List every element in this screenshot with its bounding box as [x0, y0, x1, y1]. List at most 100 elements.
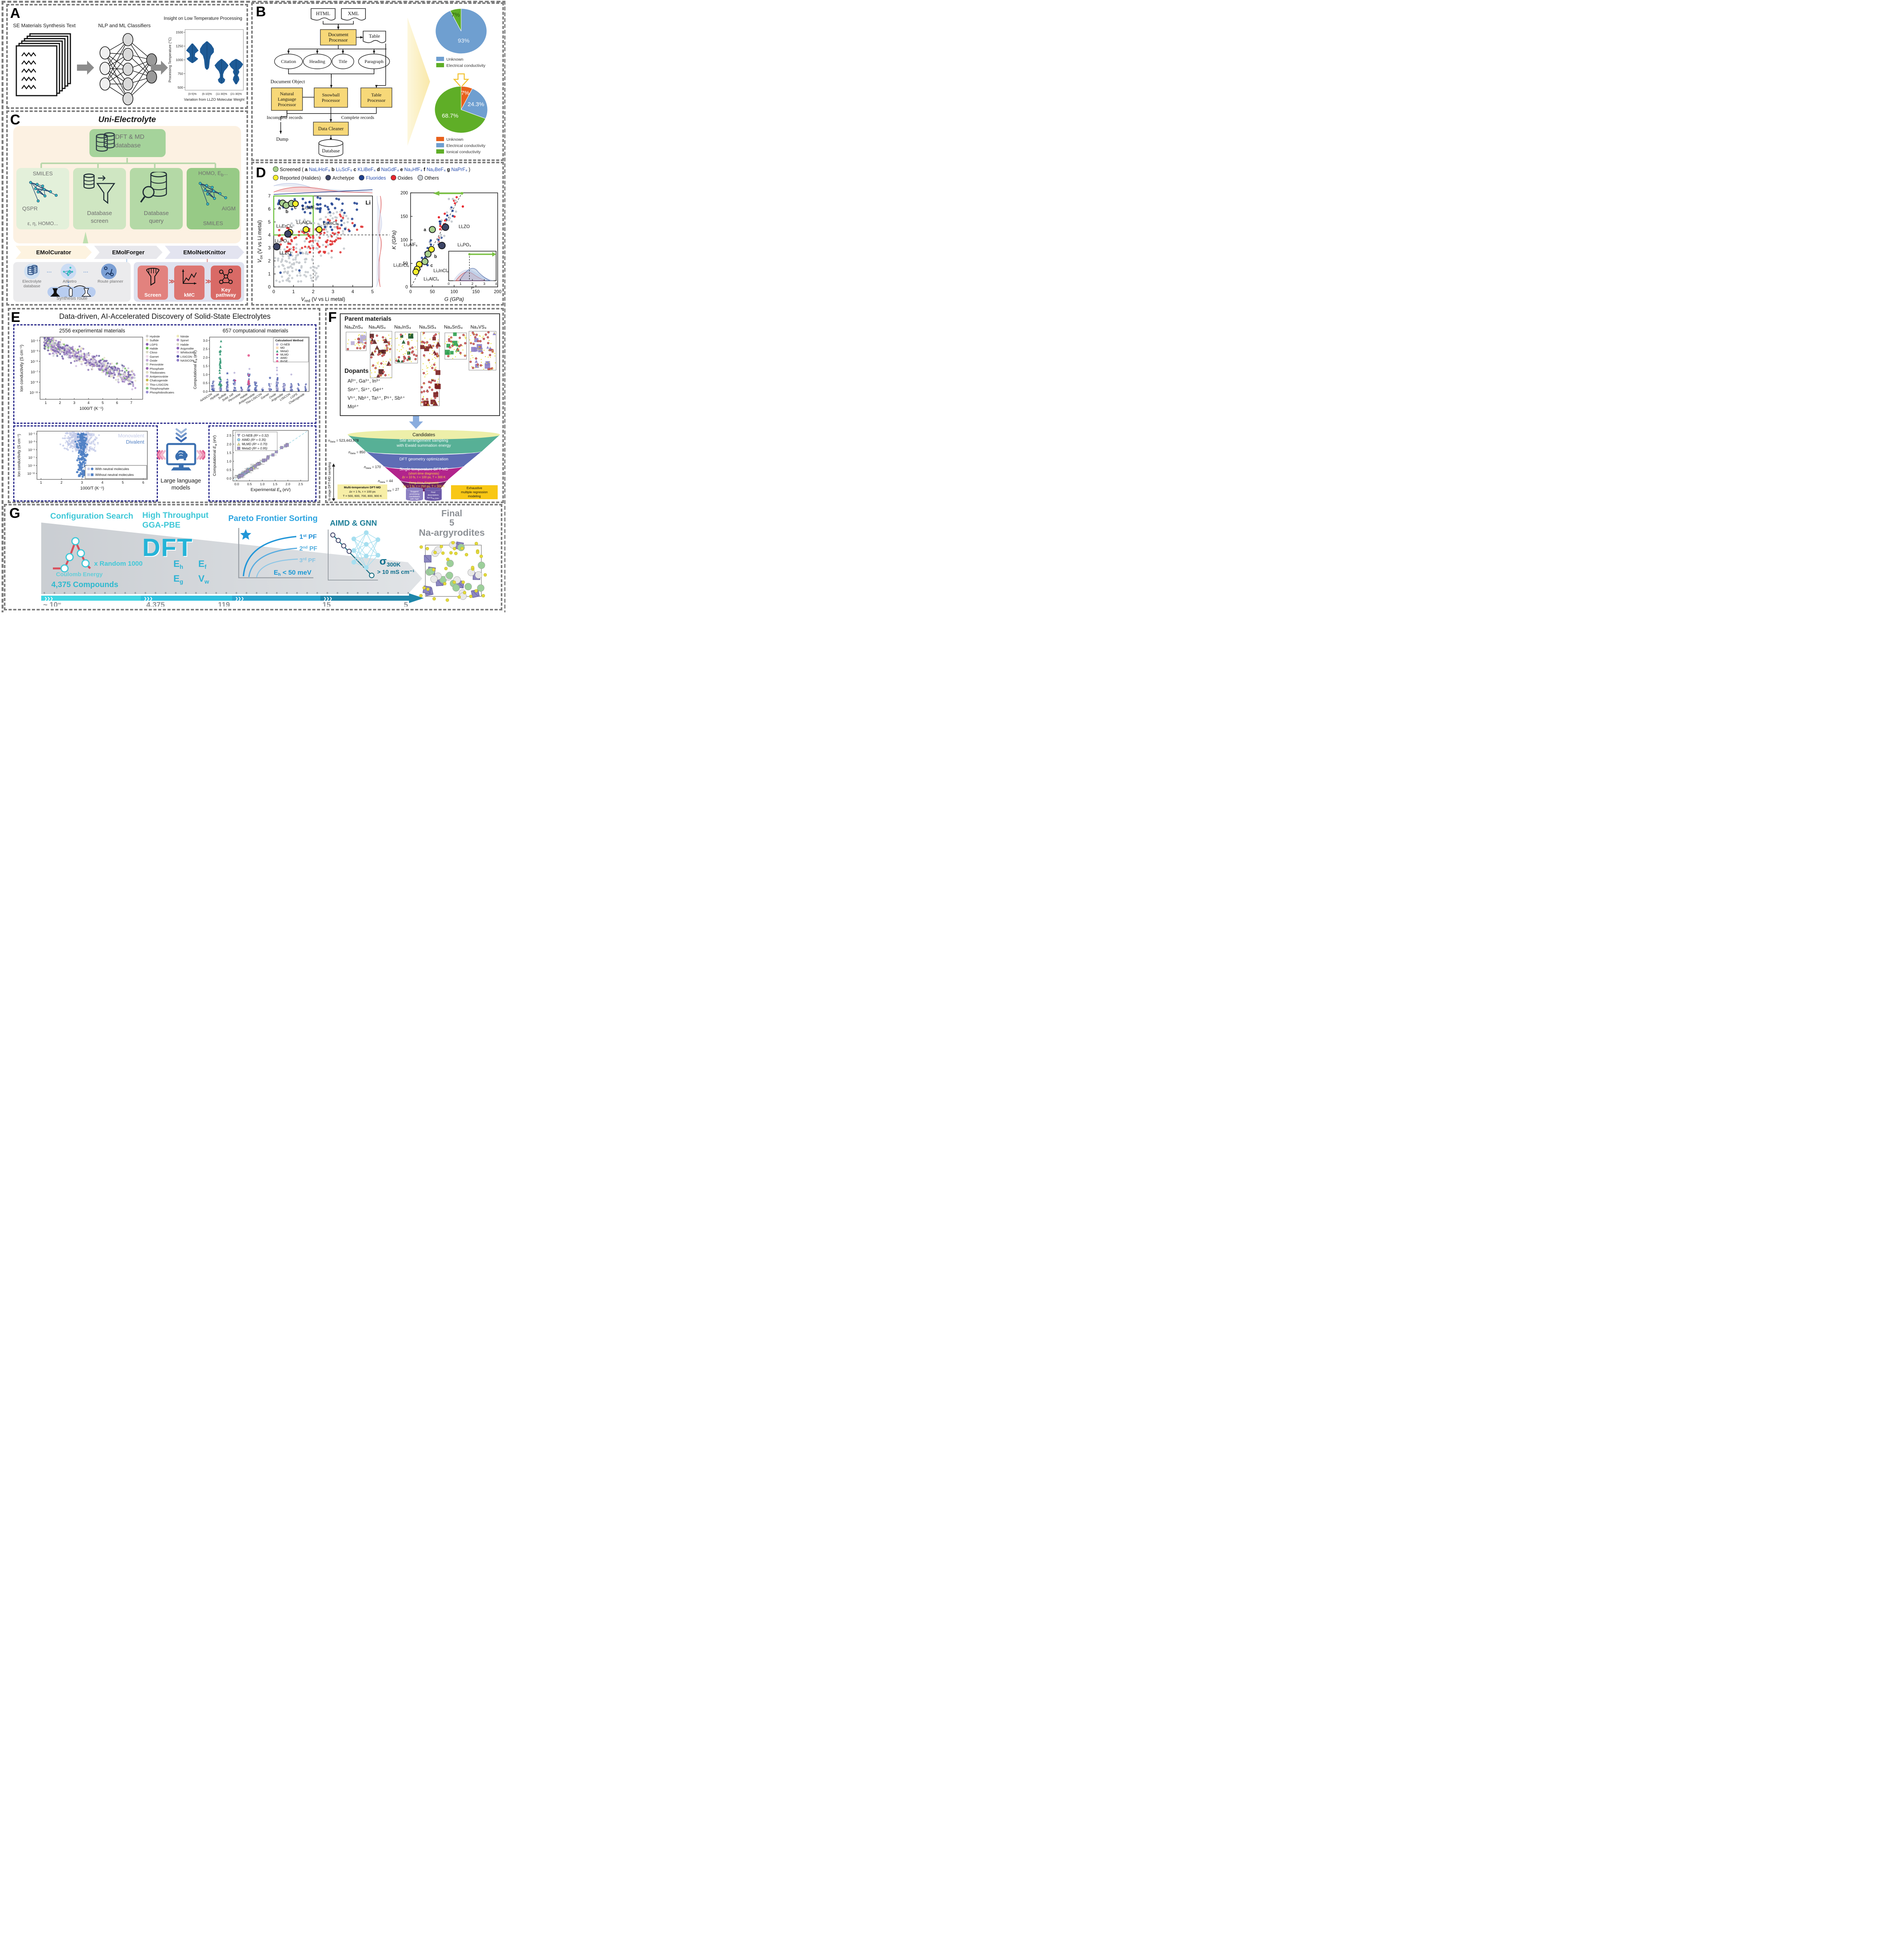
- svg-text:1.0: 1.0: [203, 372, 208, 376]
- svg-text:0: 0: [448, 282, 449, 286]
- final-crystal: [419, 541, 487, 602]
- svg-text:multiple regression: multiple regression: [461, 491, 488, 494]
- funnel-icon: [83, 173, 115, 204]
- svg-text:0: 0: [406, 285, 408, 290]
- svg-text:0.0: 0.0: [203, 390, 208, 393]
- panel-e-label: E: [11, 309, 21, 325]
- svg-text:Find: Find: [431, 491, 435, 494]
- aigm-mid: AIGM: [222, 205, 236, 212]
- svg-text:10⁻⁷: 10⁻⁷: [31, 370, 38, 374]
- svg-text:3: 3: [73, 401, 75, 405]
- svg-text:CI-NEB (R² = 0.32): CI-NEB (R² = 0.32): [242, 434, 269, 437]
- svg-text:5: 5: [268, 219, 271, 225]
- svg-text:100: 100: [450, 290, 458, 294]
- svg-text:ndata = 170: ndata = 170: [364, 465, 381, 470]
- parent-formula: Na₆ZnS₄: [344, 324, 363, 330]
- svg-text:5: 5: [122, 481, 124, 484]
- svg-text:Li₃ErCl₆: Li₃ErCl₆: [393, 263, 409, 268]
- panel-a-col1-title: SE Materials Synthesis Text: [13, 23, 76, 28]
- svg-text:10⁻⁵: 10⁻⁵: [28, 448, 35, 452]
- dopants-list: Al³⁺, Ga³⁺, In³⁺Sn⁴⁺, Si⁴⁺, Ge⁴⁺V⁵⁺, Nb⁵…: [348, 378, 405, 409]
- parent-formula: Na₃VS₄: [470, 324, 487, 330]
- svg-text:Vred (V vs Li metal): Vred (V vs Li metal): [301, 296, 345, 303]
- svg-text:Li₃InCl₆: Li₃InCl₆: [434, 269, 449, 273]
- svg-text:4: 4: [101, 481, 103, 484]
- svg-text:Complete records: Complete records: [341, 115, 374, 120]
- svg-text:2nd PF: 2nd PF: [299, 545, 317, 552]
- svg-text:10⁻⁵: 10⁻⁵: [30, 360, 38, 364]
- svg-text:Incomplete records: Incomplete records: [267, 115, 303, 120]
- svg-text:3: 3: [268, 245, 271, 251]
- svg-text:200: 200: [400, 191, 408, 196]
- svg-text:Unknown: Unknown: [446, 57, 463, 62]
- svg-text:3: 3: [81, 481, 83, 484]
- aigm-bottom: SMILES: [203, 220, 223, 226]
- strip-points: [211, 340, 307, 392]
- svg-text:Table: Table: [369, 33, 380, 39]
- svg-text:descriptors: descriptors: [428, 494, 439, 496]
- emolnetknittor-panel: Screen ≫ kMC ≫ Key pathway: [134, 262, 244, 302]
- svg-text:K (GPa): K (GPa): [391, 231, 397, 250]
- scatter-points: [43, 337, 136, 390]
- svg-text:c: c: [294, 205, 297, 210]
- svg-text:Li₃AlCl₄: Li₃AlCl₄: [296, 220, 312, 225]
- svg-text:Unknown: Unknown: [446, 137, 463, 142]
- svg-text:Li₃InCl₆: Li₃InCl₆: [323, 220, 339, 226]
- arrow-right-icon: [77, 61, 94, 75]
- svg-text:Variation from LLZO Molecular: Variation from LLZO Molecular Weight: [184, 98, 245, 101]
- svg-text:Electrical conductivity: Electrical conductivity: [446, 143, 486, 148]
- svg-text:Δτ = 10 fs, τ = 100 ps, T = 30: Δτ = 10 fs, τ = 100 ps, T = 300 K: [402, 476, 446, 479]
- svg-text:Coulomb Energy: Coulomb Energy: [56, 571, 103, 578]
- svg-text:0: 0: [268, 284, 271, 290]
- parent-formula: Na₄SnS₄: [444, 324, 463, 330]
- svg-text:Experimental Ea (eV): Experimental Ea (eV): [251, 488, 291, 493]
- svg-text:Processor: Processor: [278, 102, 296, 107]
- qspr-box: SMILES QSPR ε, η, HOMO...: [16, 168, 69, 229]
- parity-scatter: 0.00.00.50.51.01.01.51.52.02.02.52.5Expe…: [212, 430, 309, 493]
- svg-text:Title: Title: [339, 59, 347, 64]
- svg-text:MLMD (R² = 0.70): MLMD (R² = 0.70): [242, 442, 268, 446]
- svg-text:Li₃PO₄: Li₃PO₄: [274, 238, 289, 244]
- kmc-label: kMC: [184, 292, 195, 298]
- svg-text:Citation: Citation: [281, 59, 296, 64]
- database-screen-box: Database screen: [73, 168, 126, 229]
- svg-text:a: a: [278, 205, 281, 210]
- svg-text:Computational Ea (eV): Computational Ea (eV): [212, 435, 218, 476]
- screen-label: Screen: [144, 292, 161, 298]
- svg-text:Database: Database: [322, 148, 340, 154]
- legend-marker: [273, 175, 278, 180]
- svg-text:MLMD: MLMD: [280, 353, 288, 356]
- svg-text:LLZO: LLZO: [280, 250, 291, 255]
- svg-text:Vox (V vs Li metal): Vox (V vs Li metal): [257, 220, 264, 263]
- svg-text:⋯: ⋯: [47, 269, 52, 275]
- svg-text:ndata = 44: ndata = 44: [378, 479, 393, 484]
- arrow-down-icon: [409, 416, 423, 429]
- svg-text:0: 0: [409, 290, 412, 294]
- svg-text:modeling: modeling: [468, 495, 481, 498]
- panel-b-label: B: [256, 3, 266, 19]
- pipeline-funnel-bg: [41, 523, 422, 594]
- qspr-network-icon: [29, 181, 58, 203]
- svg-text:Candidates: Candidates: [413, 433, 435, 437]
- computational-title: 657 computational materials: [222, 328, 288, 334]
- screened-legend: Screened ( a NaLiHoF₈ b Li₃ScF₆ c KLiBeF…: [273, 166, 470, 172]
- svg-text:Na-argyrodites: Na-argyrodites: [419, 528, 484, 538]
- svg-text:4: 4: [495, 282, 497, 286]
- panel-a: A SE Materials Synthesis Text NLP and ML…: [6, 4, 248, 109]
- svg-text:93%: 93%: [458, 37, 469, 44]
- svg-text:Eg: Eg: [173, 573, 183, 585]
- svg-text:Δτ = 1 fs, τ = 100 ps: Δτ = 1 fs, τ = 100 ps: [349, 490, 376, 493]
- screened-marker: [273, 166, 278, 172]
- svg-text:Natural: Natural: [280, 91, 294, 96]
- svg-text:(11-30)%: (11-30)%: [216, 92, 227, 96]
- uni-electrolyte-title: Uni-Electrolyte: [98, 115, 156, 124]
- svg-text:1500: 1500: [176, 30, 183, 34]
